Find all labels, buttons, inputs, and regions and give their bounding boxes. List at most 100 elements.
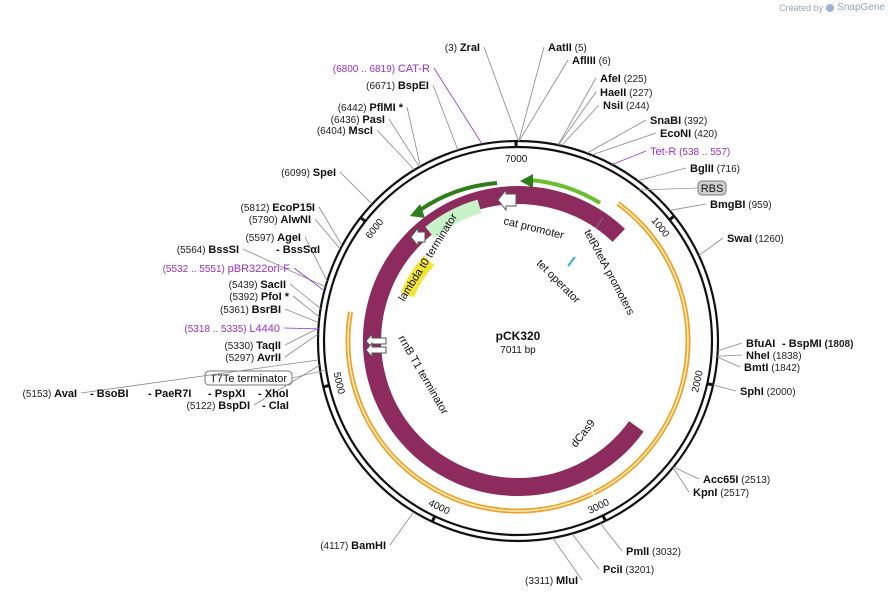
site-leader-5 xyxy=(561,104,600,147)
site-leader-36 xyxy=(304,236,328,282)
site-leader-15 xyxy=(713,384,737,392)
site-leader-37 xyxy=(314,218,341,250)
tick-label-2000: 2000 xyxy=(690,369,706,394)
site-label-13: NheI (1838) xyxy=(746,350,802,362)
site-leader-18 xyxy=(600,523,623,552)
primer-label-3: (5318 .. 5335) L4440 xyxy=(184,323,280,335)
site-name-32: PfoI * xyxy=(261,291,290,303)
site-pos-0: (3) xyxy=(445,43,457,54)
label-tet-operator: tet operator xyxy=(534,258,583,307)
primer-leader-0 xyxy=(433,67,483,145)
site-label-17: KpnI (2517) xyxy=(693,487,749,499)
site-leader-20 xyxy=(552,537,583,581)
green-arrow-primer-cat xyxy=(418,181,498,212)
tetr-teta-promoter-mark xyxy=(595,217,604,229)
site-leader-13 xyxy=(717,354,743,357)
site-name-19: PciI xyxy=(603,564,623,576)
site-label-8: BglII (716) xyxy=(690,163,740,175)
site-leader-39 xyxy=(339,171,373,205)
site-name-18: PmlI xyxy=(626,546,649,558)
site-name-25: BsoBI xyxy=(97,388,129,400)
site-pos-2: (6) xyxy=(599,56,611,67)
site-pos-15: (2000) xyxy=(767,387,796,398)
outer-annotation-arcs xyxy=(345,201,691,514)
site-pos-1: (5) xyxy=(575,43,587,54)
label-tetr-teta: tetR/tetA promoters xyxy=(581,228,636,318)
site-name-14: BmtI xyxy=(744,362,768,374)
site-label-9: BmgBI (959) xyxy=(710,199,772,211)
primer-label-1: Tet-R (538 .. 557) xyxy=(650,146,730,158)
site-label-26: - PaeR7I xyxy=(148,388,191,400)
site-name-24: AvaI xyxy=(54,388,77,400)
site-name-10: SwaI xyxy=(727,233,752,245)
orange-arc-core-0 xyxy=(593,202,689,494)
site-pos-32: (5392) xyxy=(229,292,258,303)
primer-name-1: Tet-R xyxy=(650,146,676,158)
site-leader-10 xyxy=(698,237,724,256)
site-pos-13: (1838) xyxy=(773,351,802,362)
site-leader-14 xyxy=(717,356,741,368)
label-dcas9: dCas9 xyxy=(569,417,598,449)
site-label-0: (3) ZraI xyxy=(445,42,480,54)
snapgene-logo-icon xyxy=(826,3,835,12)
primer-pos-1: (538 .. 557) xyxy=(679,147,730,158)
brand-created-by: Created by xyxy=(779,2,824,13)
orange-arc-core-1 xyxy=(347,311,593,512)
primer-leader-2 xyxy=(293,267,325,292)
site-pos-29: (5297) xyxy=(225,353,254,364)
site-leader-19 xyxy=(571,533,600,570)
site-leader-31 xyxy=(284,308,319,323)
label-rbs: RBS xyxy=(701,183,724,195)
site-name-23: ClaI xyxy=(269,400,289,412)
site-leader-22 xyxy=(253,365,320,406)
site-label-2: AflIII (6) xyxy=(572,55,611,67)
site-label-23: - ClaI xyxy=(262,400,289,412)
site-label-43: (6671) BspEI xyxy=(366,80,429,92)
site-pos-20: (3311) xyxy=(525,576,553,587)
site-leader-11 xyxy=(717,342,743,352)
tick-label-5000: 5000 xyxy=(331,371,347,396)
site-label-4: HaeII (227) xyxy=(600,87,652,99)
site-name-13: NheI xyxy=(746,350,770,362)
site-pos-37: (5790) xyxy=(249,215,278,226)
site-pos-8: (716) xyxy=(717,164,740,175)
site-name-12: BspMI xyxy=(789,338,822,350)
site-name-8: BglII xyxy=(690,163,714,175)
site-leader-lines xyxy=(80,46,743,581)
site-label-21: (4117) BamHI xyxy=(320,540,386,552)
site-label-35: - BssSαI xyxy=(276,244,320,256)
site-pos-10: (1260) xyxy=(755,234,784,245)
site-leader-34 xyxy=(242,248,326,288)
site-name-17: KpnI xyxy=(693,487,717,499)
site-label-34: (5564) BssSI xyxy=(177,244,239,256)
label-cat-promoter: cat promoter xyxy=(502,215,565,242)
site-label-15: SphI (2000) xyxy=(740,386,796,398)
site-name-7: EcoNI xyxy=(660,128,691,140)
site-label-14: BmtI (1842) xyxy=(744,362,800,374)
site-leader-24 xyxy=(80,359,319,394)
tick-5000 xyxy=(322,384,330,389)
site-pos-24: (5153) xyxy=(22,389,51,400)
site-leader-3 xyxy=(557,77,597,146)
lambda-terminator-arrow xyxy=(410,226,426,248)
tick-2000 xyxy=(706,382,714,387)
site-label-36: (5597) AgeI xyxy=(245,232,301,244)
snapgene-brand: Created by SnapGene xyxy=(779,2,885,13)
site-pos-17: (2517) xyxy=(720,488,749,499)
site-leader-42 xyxy=(406,106,421,167)
site-name-1: AatII xyxy=(548,42,572,54)
site-label-27: - PspXI xyxy=(208,388,245,400)
rbs-leader xyxy=(637,187,699,191)
backbone-inner-circle xyxy=(322,145,714,537)
site-leader-0 xyxy=(483,46,519,142)
site-pos-4: (227) xyxy=(629,88,652,99)
site-label-32: (5392) PfoI * xyxy=(229,291,290,303)
brand-name: SnapGene xyxy=(837,2,885,13)
plasmid-size: 7011 bp xyxy=(500,345,536,356)
site-leader-4 xyxy=(558,91,597,146)
site-label-41: (6436) PasI xyxy=(331,114,385,126)
green-arrow-head-cat xyxy=(410,204,425,218)
site-pos-41: (6436) xyxy=(331,115,360,126)
plasmid-name: pCK320 xyxy=(496,329,541,343)
site-leader-30 xyxy=(284,327,319,346)
